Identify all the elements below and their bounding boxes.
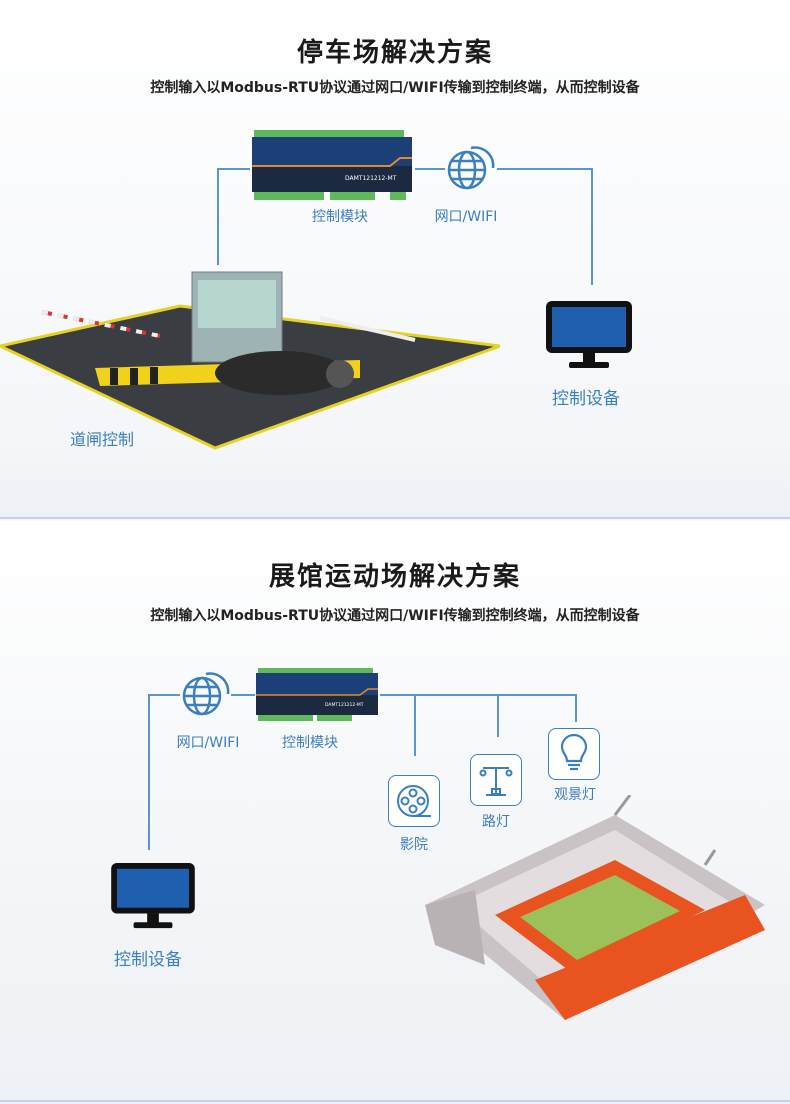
connector-line <box>591 168 593 285</box>
globe-icon <box>182 672 230 716</box>
film-reel-icon <box>397 785 431 817</box>
light-bulb-icon <box>560 733 588 771</box>
connector-line <box>148 694 150 850</box>
stadium-illustration <box>425 795 765 1020</box>
monitor-icon <box>546 301 632 368</box>
section2-subtitle: 控制输入以Modbus-RTU协议通过网口/WIFI传输到控制终端，从而控制设备 <box>150 608 640 624</box>
network-label: 网口/WIFI <box>176 735 240 751</box>
connector-line <box>497 168 592 170</box>
device-label: 控制设备 <box>552 389 620 409</box>
module-label: 控制模块 <box>282 735 338 751</box>
device-label: 控制设备 <box>114 950 182 970</box>
connector-line <box>217 168 250 170</box>
module-model: DAMT121212-MT <box>345 175 397 182</box>
endpoint-label-cinema: 影院 <box>400 837 428 853</box>
street-lamp-icon <box>479 767 513 796</box>
control-module-image: DAMT121212-MT <box>252 130 412 200</box>
connector-line <box>414 694 416 756</box>
module-label: 控制模块 <box>312 209 368 225</box>
connector-line <box>380 694 576 696</box>
endpoint-label-view-light: 观景灯 <box>554 787 596 803</box>
monitor-icon <box>111 862 195 929</box>
gate-label: 道闸控制 <box>69 430 135 449</box>
module-model: DAMT121212-MT <box>325 702 364 708</box>
connector-line <box>148 694 180 696</box>
connector-line <box>497 694 499 737</box>
view-light-button <box>548 728 600 780</box>
section2-title: 展馆运动场解决方案 <box>268 562 521 592</box>
street-lamp-button <box>470 754 522 806</box>
parking-gate-illustration <box>0 271 500 450</box>
section-divider <box>0 517 790 519</box>
endpoint-label-street-lamp: 路灯 <box>482 814 510 830</box>
globe-icon <box>447 146 495 190</box>
control-module-image: DAMT121212-MT <box>256 668 378 721</box>
connector-line <box>415 168 445 170</box>
connector-line <box>575 694 577 722</box>
connector-line <box>231 694 255 696</box>
section1-title: 停车场解决方案 <box>296 38 493 68</box>
section-divider <box>0 1100 790 1102</box>
network-label: 网口/WIFI <box>434 209 498 225</box>
section1-subtitle: 控制输入以Modbus-RTU协议通过网口/WIFI传输到控制终端，从而控制设备 <box>150 80 640 96</box>
cinema-button <box>388 775 440 827</box>
connector-line <box>217 168 219 265</box>
